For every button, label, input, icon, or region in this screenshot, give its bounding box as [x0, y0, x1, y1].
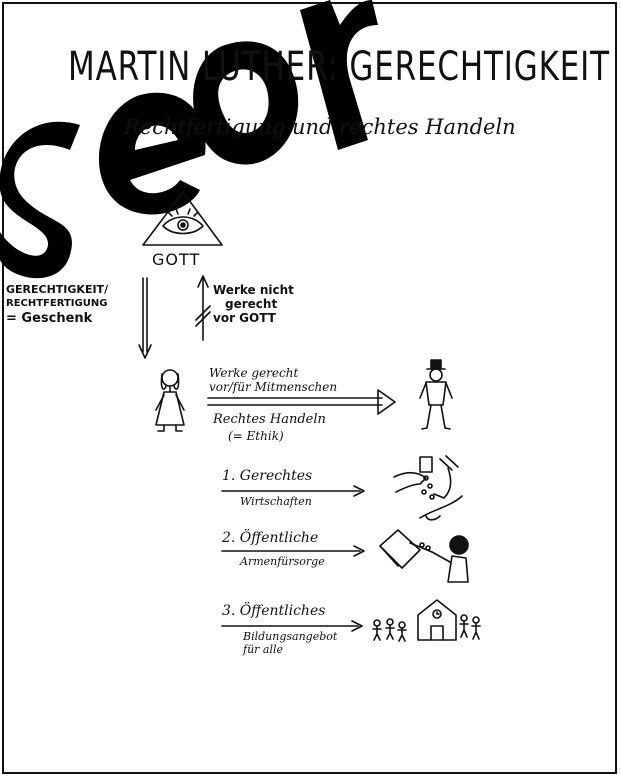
item-3-sub-2: für alle: [243, 643, 283, 657]
item-1-title: 1. Gerechtes: [222, 468, 312, 484]
human-arrow-below-1: Rechtes Handeln: [213, 413, 326, 427]
man-with-tophat-icon: [420, 360, 452, 429]
person-icon: [156, 370, 184, 431]
school-with-children-icon: [373, 600, 480, 641]
works-label-3: vor GOTT: [213, 311, 276, 325]
justification-label-3: = Geschenk: [6, 312, 92, 326]
works-label-2: gerecht: [225, 297, 277, 311]
justification-label-1: GERECHTIGKEIT/: [6, 283, 108, 297]
item-3-sub-1: Bildungsangebot: [243, 630, 337, 644]
eye-of-providence-icon: [143, 192, 222, 245]
children-group-right: [460, 615, 480, 639]
human-arrow-below-2: (= Ethik): [228, 429, 284, 443]
works-up-arrow-crossed: [196, 276, 210, 340]
gift-down-arrow: [139, 278, 151, 358]
works-label-1: Werke nicht: [213, 283, 294, 297]
human-arrow-above-2: vor/für Mitmenschen: [209, 380, 337, 394]
person-giving-alms-icon: [380, 530, 468, 582]
god-label: GOTT: [152, 250, 200, 269]
item-1-sub: Wirtschaften: [240, 495, 312, 509]
children-group-left: [373, 619, 406, 641]
hands-exchanging-money-icon: [394, 456, 462, 520]
human-arrow-above-1: Werke gerecht: [209, 366, 298, 380]
item-2-title: 2. Öffentliche: [222, 530, 318, 546]
item-2-sub: Armenfürsorge: [240, 555, 325, 569]
item-3-title: 3. Öffentliches: [222, 603, 325, 619]
justification-label-2: RECHTFERTIGUNG: [6, 297, 107, 311]
